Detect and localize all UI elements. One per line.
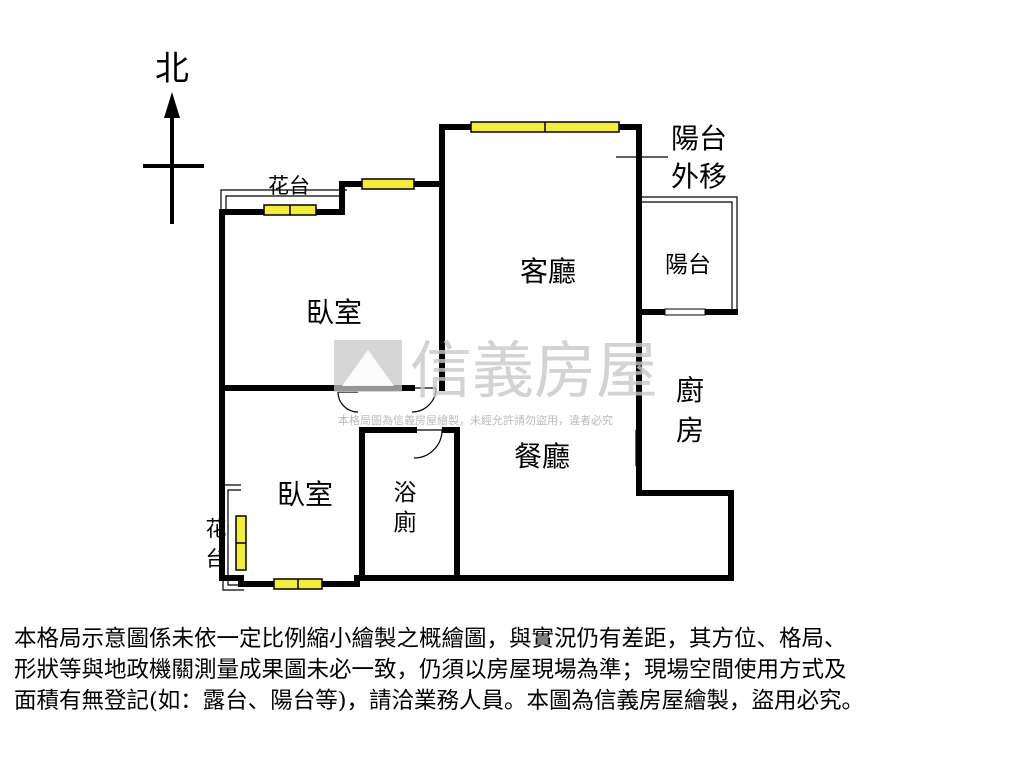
kitchen-label-line2: 房 [676, 414, 704, 447]
compass: 北 [143, 49, 204, 224]
bedroom-upper-label: 臥室 [306, 296, 362, 329]
watermark-small-text: 本格局圖為信義房屋繪製，未經允許請勿盜用，違者必究 [338, 413, 613, 427]
watermark-brand: 信義房屋 [410, 334, 658, 407]
planter-top-outline [220, 189, 347, 214]
balcony-sliding-door [664, 308, 706, 316]
planter-left-label-line1: 花 [206, 517, 227, 541]
bedroom-top-window-right [361, 178, 415, 190]
balcony-moved-label-line1: 陽台 [671, 122, 727, 155]
bedroom-upper-door [411, 387, 437, 413]
disclaimer-line: 面積有無登記(如：露台、陽台等)，請洽業務人員。本圖為信義房屋繪製，盜用必究。 [14, 688, 865, 714]
bathroom-door [413, 429, 443, 459]
bedroom-lower-door [337, 391, 359, 413]
walls [219, 124, 738, 587]
planter-left-label-line2: 台 [206, 547, 227, 571]
doors [337, 308, 706, 466]
watermark: 信義房屋 本格局圖為信義房屋繪製，未經允許請勿盜用，違者必究 [334, 334, 658, 427]
planter-top-label: 花台 [268, 174, 310, 198]
bedroom-lower-label: 臥室 [277, 478, 333, 511]
disclaimer-line: 本格局示意圖係未依一定比例縮小繪製之概繪圖，與實況仍有差距，其方位、格局、 [14, 626, 847, 652]
disclaimer-line: 形狀等與地政機關測量成果圖未必一致，仍須以房屋現場為準；現場空間使用方式及 [14, 657, 847, 683]
bathroom-label-line2: 廁 [394, 510, 417, 536]
balcony-moved-label-line2: 外移 [671, 160, 727, 193]
floor-plan: 北 [143, 49, 738, 591]
living-room-label: 客廳 [520, 255, 576, 288]
room-labels: 客廳 餐廳 臥室 臥室 浴 廁 廚 房 陽台 花台 花 台 陽台 外移 [206, 122, 728, 571]
compass-horizontal-bar [143, 164, 204, 168]
north-arrow-icon [164, 92, 180, 118]
watermark-logo-mark [342, 350, 394, 386]
balcony-label: 陽台 [665, 252, 711, 278]
kitchen-label-line1: 廚 [676, 374, 704, 407]
dining-room-label: 餐廳 [514, 440, 570, 473]
north-label: 北 [155, 49, 189, 89]
balcony-outline [642, 196, 738, 309]
disclaimer: 本格局示意圖係未依一定比例縮小繪製之概繪圖，與實況仍有差距，其方位、格局、 形狀… [14, 624, 1014, 717]
windows [235, 121, 620, 590]
bathroom-label-line1: 浴 [394, 480, 417, 506]
